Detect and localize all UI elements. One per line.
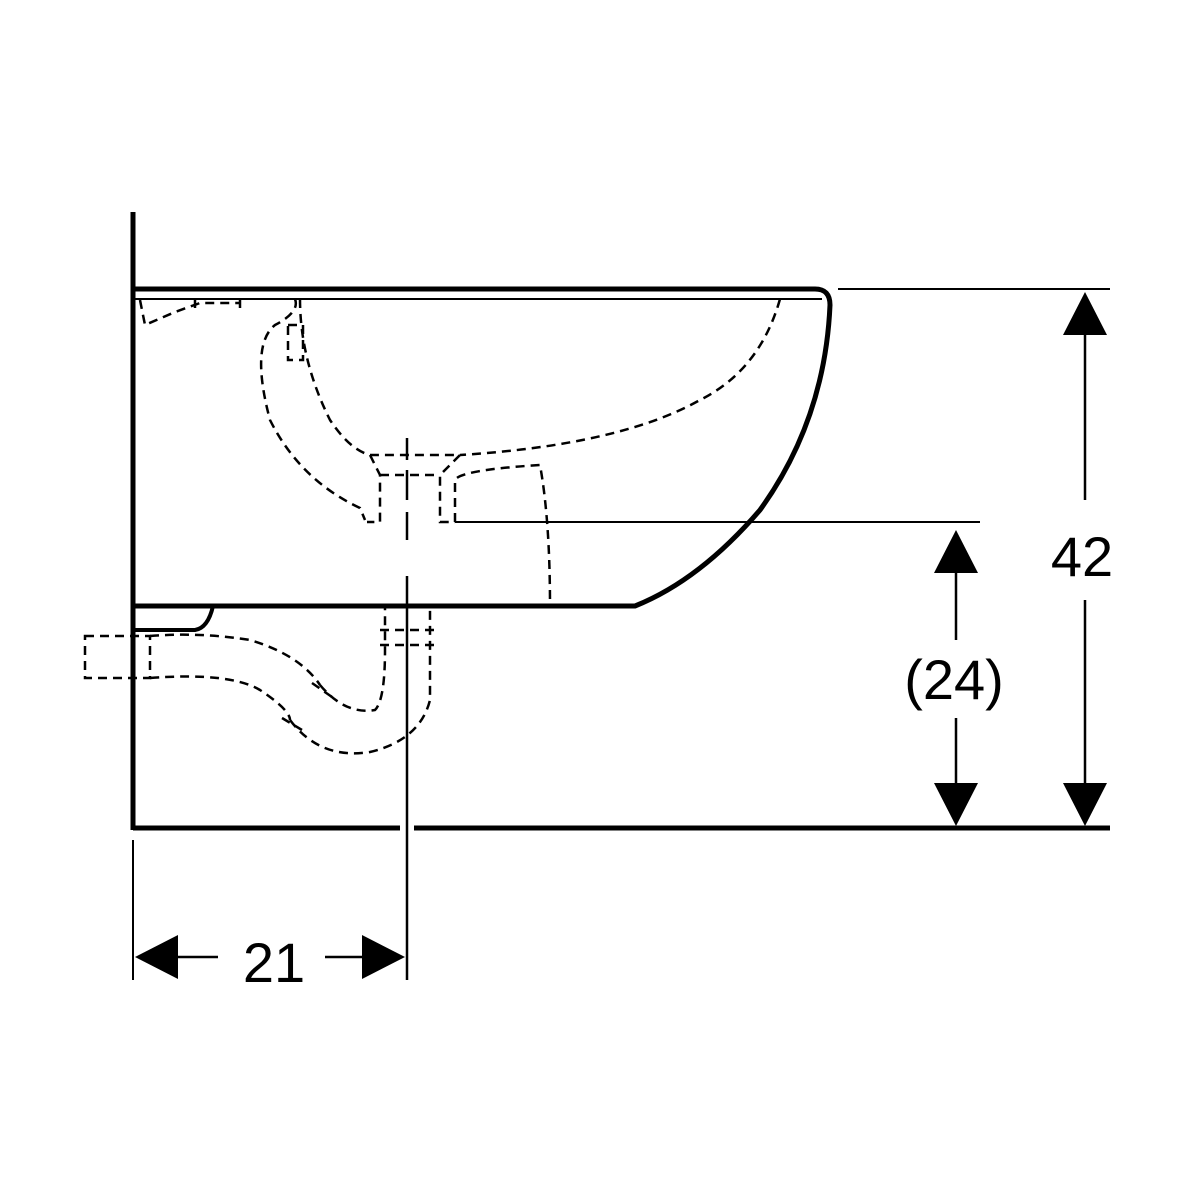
- mounting-foot: [135, 605, 215, 632]
- dimension-total-height: [1063, 292, 1107, 826]
- arrow-right-icon: [362, 935, 405, 979]
- bidet-body-outline: [135, 286, 833, 609]
- outlet-distance-label: 21: [243, 931, 305, 994]
- trap-hidden-lines: [83, 606, 435, 755]
- arrow-left-icon: [135, 935, 178, 979]
- bowl-hidden-lines: [138, 298, 782, 607]
- arrow-down-icon: [1063, 783, 1107, 826]
- arrow-down-icon: [934, 783, 978, 826]
- dimension-outlet-height: [934, 530, 978, 826]
- outlet-height-label: (24): [904, 648, 1004, 711]
- dimension-outlet-distance: [132, 840, 405, 980]
- arrow-up-icon: [934, 530, 978, 573]
- total-height-label: 42: [1051, 525, 1113, 588]
- arrow-up-icon: [1063, 292, 1107, 335]
